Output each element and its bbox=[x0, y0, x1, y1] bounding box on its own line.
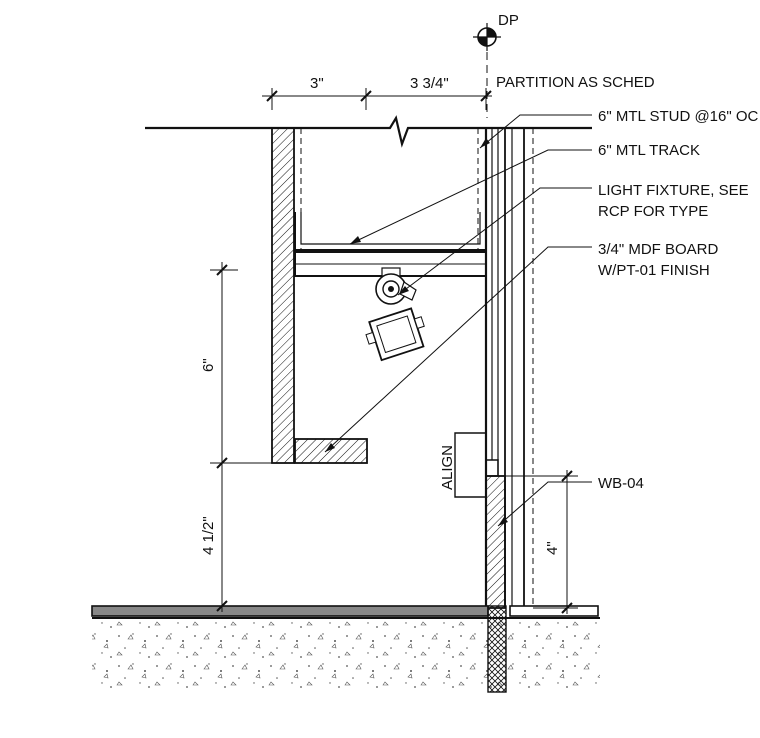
dim-vertical-lower: 4 1/2" bbox=[200, 516, 217, 555]
wall-base bbox=[485, 475, 506, 609]
dim-base-height: 4" bbox=[544, 541, 561, 555]
leader-lines bbox=[324, 114, 592, 527]
datum-label: DP bbox=[498, 12, 519, 29]
mdf-callout-line1: 3/4" MDF BOARD bbox=[598, 241, 719, 258]
top-dimension: 3" 3 3/4" bbox=[262, 75, 492, 110]
base-callout: WB-04 bbox=[598, 475, 644, 492]
align-note: ALIGN bbox=[439, 432, 486, 498]
light-fixture bbox=[365, 267, 425, 362]
fixture-callout-line2: RCP FOR TYPE bbox=[598, 203, 708, 220]
mdf-board bbox=[294, 438, 368, 464]
stud-callout: 6" MTL STUD @16" OC bbox=[598, 108, 759, 125]
mdf-callout-line2: W/PT-01 FINISH bbox=[598, 262, 710, 279]
datum-point-symbol: DP bbox=[473, 12, 519, 118]
dim-top-left: 3" bbox=[310, 75, 324, 92]
dim-vertical-upper: 6" bbox=[200, 358, 217, 372]
track-callout: 6" MTL TRACK bbox=[598, 142, 700, 159]
partition-callout: PARTITION AS SCHED bbox=[496, 74, 655, 91]
left-dimension: 6" 4 1/2" bbox=[200, 262, 272, 612]
floor-slab bbox=[91, 605, 600, 693]
ceiling-line bbox=[145, 115, 592, 148]
fixture-callout-line1: LIGHT FIXTURE, SEE bbox=[598, 182, 749, 199]
dim-top-right: 3 3/4" bbox=[410, 75, 449, 92]
align-label: ALIGN bbox=[439, 445, 456, 490]
base-height-dimension: 4" bbox=[505, 470, 578, 614]
